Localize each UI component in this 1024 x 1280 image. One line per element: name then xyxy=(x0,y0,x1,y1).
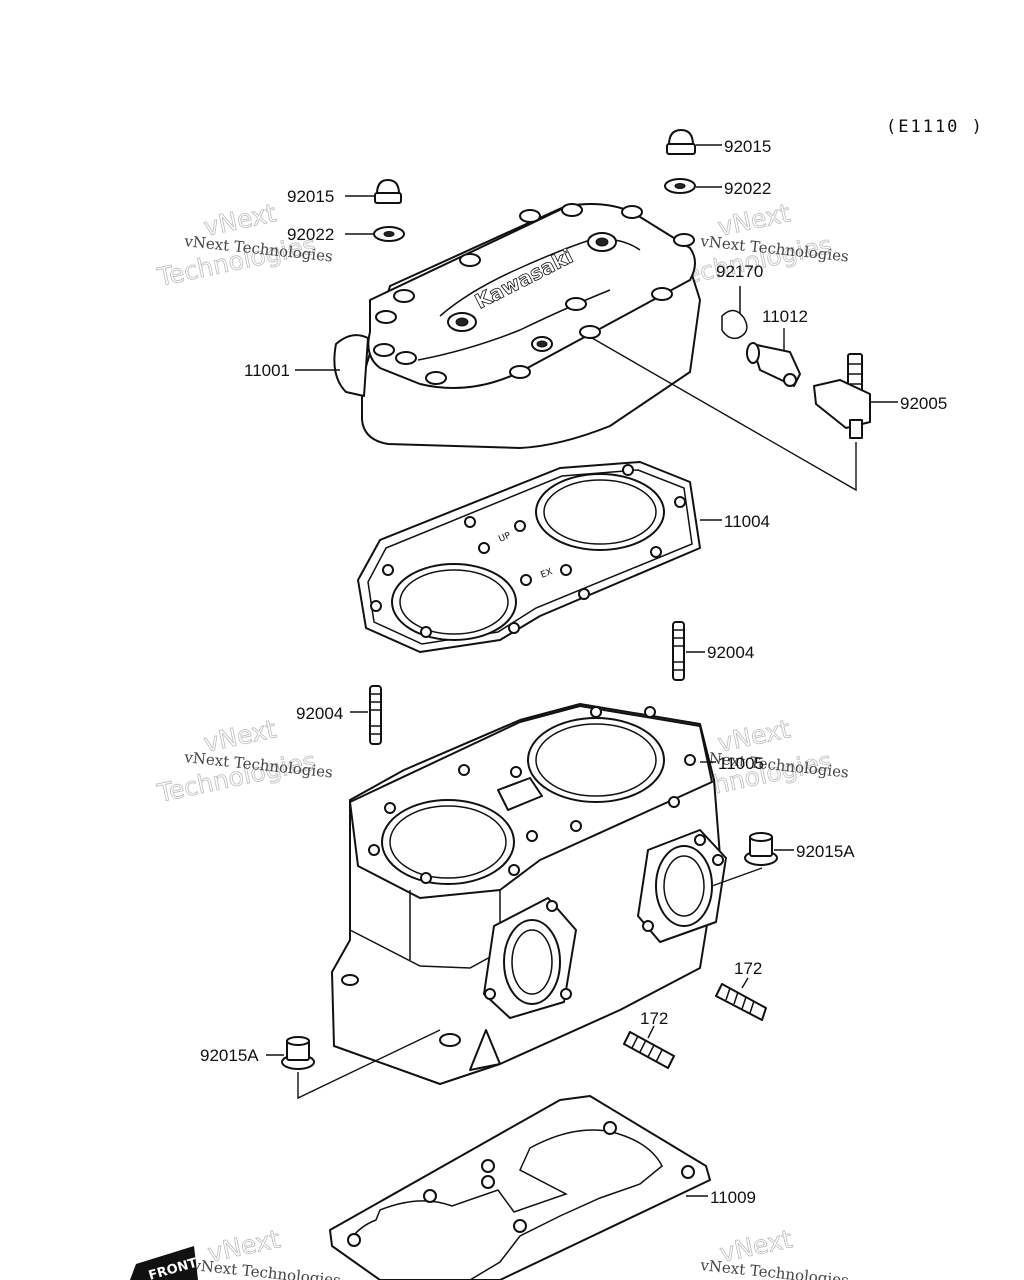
gasket-mark-up: UP xyxy=(497,531,512,545)
label-clip: 92170 xyxy=(716,262,763,281)
label-cylinder: 11005 xyxy=(718,754,764,773)
stud-right[interactable] xyxy=(672,621,685,681)
label-stud-172-right: 172 xyxy=(734,959,762,978)
fitting[interactable] xyxy=(746,342,801,387)
watermark-bottom-right: vNext vNext Technologies xyxy=(699,1224,850,1280)
flange-nut-right[interactable] xyxy=(744,832,778,866)
watermark-caption: vNext Technologies xyxy=(191,1256,342,1280)
label-cap-nut-right: 92015 xyxy=(724,137,771,156)
label-bolt-nipple: 92005 xyxy=(900,394,947,413)
label-stud-172-left: 172 xyxy=(640,1009,668,1028)
cap-nut-right[interactable] xyxy=(666,129,696,155)
label-stud-right: 92004 xyxy=(707,643,754,662)
label-flange-nut-left: 92015A xyxy=(200,1046,259,1065)
cylinder-head[interactable]: Kawasaki xyxy=(333,203,701,449)
cylinder[interactable] xyxy=(331,703,727,1085)
exhaust-port-left xyxy=(483,897,577,1019)
label-flange-nut-right: 92015A xyxy=(796,842,855,861)
cap-nut-left[interactable] xyxy=(374,179,402,204)
cylinder-bolt-holes xyxy=(368,706,696,884)
label-stud-left: 92004 xyxy=(296,704,343,723)
base-gasket[interactable] xyxy=(329,1095,711,1280)
watermark-mid-left: vNext Technologies vNext Technologies xyxy=(154,714,334,809)
exhaust-port-right xyxy=(637,829,727,943)
front-tag: FRONT xyxy=(130,1246,199,1280)
washer-right[interactable] xyxy=(664,178,696,194)
head-bolt-holes xyxy=(373,203,695,385)
label-base-gasket: 11009 xyxy=(710,1188,756,1207)
label-cap-nut-left: 92015 xyxy=(287,187,334,206)
label-cylinder-head: 11001 xyxy=(244,361,290,380)
clip[interactable] xyxy=(721,286,748,340)
flange-nut-left[interactable] xyxy=(281,1036,315,1070)
diagram-code: (E1110 ) xyxy=(886,117,984,137)
label-washer-right: 92022 xyxy=(724,179,771,198)
stud-172-left[interactable] xyxy=(623,1031,675,1069)
gasket-holes xyxy=(370,464,686,638)
watermark-caption: vNext Technologies xyxy=(699,1256,850,1280)
gasket-mark-ex: EX xyxy=(539,567,554,581)
label-head-gasket: 11004 xyxy=(724,512,770,531)
watermark-top-left: vNext Technologies vNext Technologies xyxy=(154,198,334,293)
stud-left[interactable] xyxy=(369,685,382,745)
label-washer-left: 92022 xyxy=(287,225,334,244)
stud-172-right[interactable] xyxy=(715,983,767,1021)
label-fitting: 11012 xyxy=(762,307,808,326)
watermark-bottom-left: vNext vNext Technologies xyxy=(191,1224,342,1280)
head-gasket[interactable]: UP EX xyxy=(357,461,701,653)
bolt-nipple[interactable] xyxy=(813,353,871,439)
washer-left[interactable] xyxy=(373,226,405,242)
